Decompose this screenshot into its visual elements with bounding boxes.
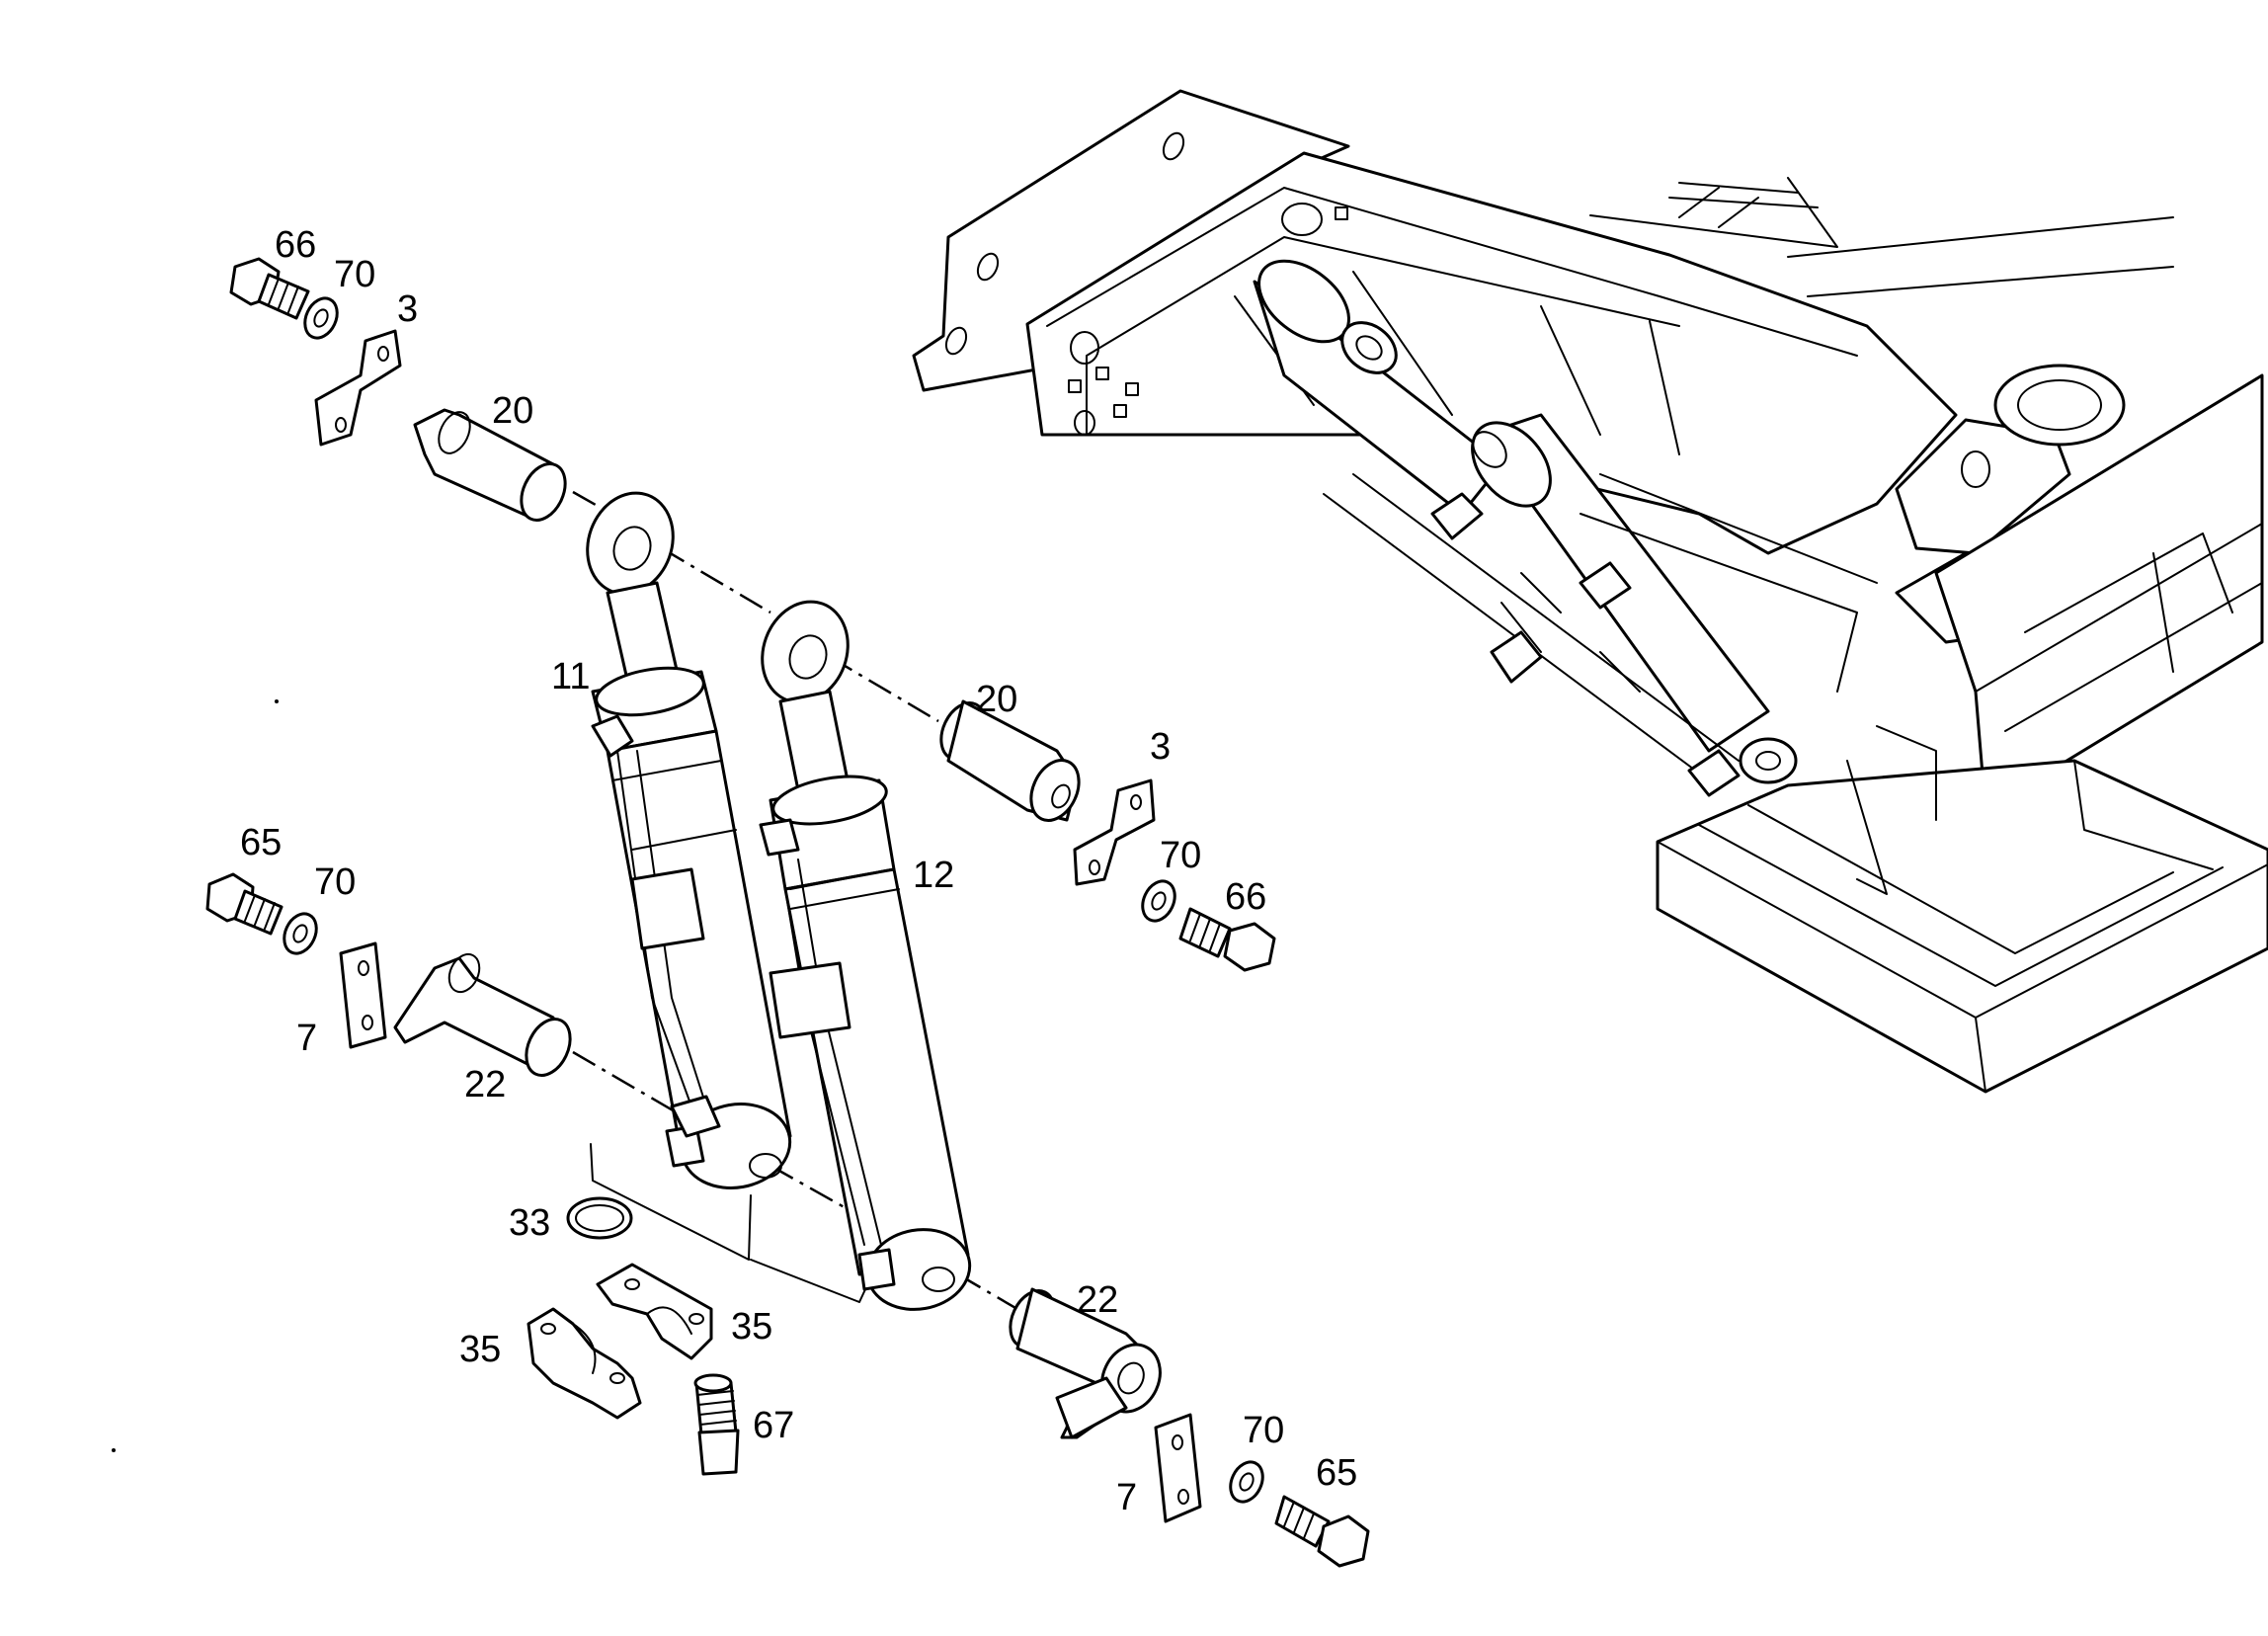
label-20-mid: 20 (976, 679, 1017, 720)
pin-20-mid (939, 699, 1081, 822)
clamp-35-right (596, 1263, 713, 1360)
label-67: 67 (753, 1405, 794, 1446)
label-12: 12 (913, 855, 954, 896)
label-22-left: 22 (464, 1064, 506, 1105)
label-70-mid: 70 (1160, 835, 1201, 876)
label-66-top: 66 (275, 224, 316, 266)
label-3-top: 3 (397, 288, 418, 330)
hydraulic-cylinder-11 (586, 491, 792, 1189)
plate-7-left (339, 941, 387, 1049)
label-66-mid: 66 (1225, 876, 1266, 918)
bolt-67 (693, 1373, 740, 1476)
bolt-65-left (205, 872, 284, 936)
hydraulic-cylinder-12 (759, 600, 972, 1311)
label-70-top: 70 (334, 254, 375, 295)
retainer-3-top (314, 329, 402, 447)
label-35-left: 35 (459, 1329, 501, 1370)
label-7-left: 7 (296, 1018, 317, 1059)
installed-cylinder (1253, 259, 1878, 797)
washer-70-top (303, 296, 339, 340)
label-70-right: 70 (1243, 1410, 1284, 1451)
label-11: 11 (551, 656, 590, 697)
label-35-right: 35 (731, 1306, 772, 1348)
bolt-66-top (229, 257, 310, 320)
pin-20-top (413, 408, 567, 522)
pin-22-left (393, 952, 572, 1077)
bolt-66-mid (1178, 907, 1276, 972)
clamp-35-left (526, 1307, 642, 1420)
label-65-right: 65 (1316, 1452, 1357, 1494)
pin-22-right (1009, 1287, 1162, 1439)
washer-70-right (1229, 1460, 1264, 1504)
label-22-right: 22 (1077, 1279, 1118, 1321)
label-3-mid: 3 (1150, 726, 1171, 768)
plate-7-right (1154, 1413, 1202, 1523)
o-ring-33 (566, 1196, 633, 1240)
label-7-right: 7 (1116, 1477, 1137, 1518)
washer-70-left (283, 912, 318, 955)
label-65-left: 65 (240, 822, 282, 863)
bolt-65-right (1274, 1495, 1370, 1568)
washer-70-mid (1141, 879, 1176, 923)
label-70-left: 70 (314, 861, 356, 903)
machine-frame (912, 89, 2268, 1094)
label-20-top: 20 (492, 390, 533, 432)
label-33: 33 (509, 1202, 550, 1244)
retainer-3-mid (1073, 778, 1156, 886)
part-labels: 66 70 3 20 11 20 3 12 70 66 65 70 7 22 3… (240, 224, 1357, 1518)
